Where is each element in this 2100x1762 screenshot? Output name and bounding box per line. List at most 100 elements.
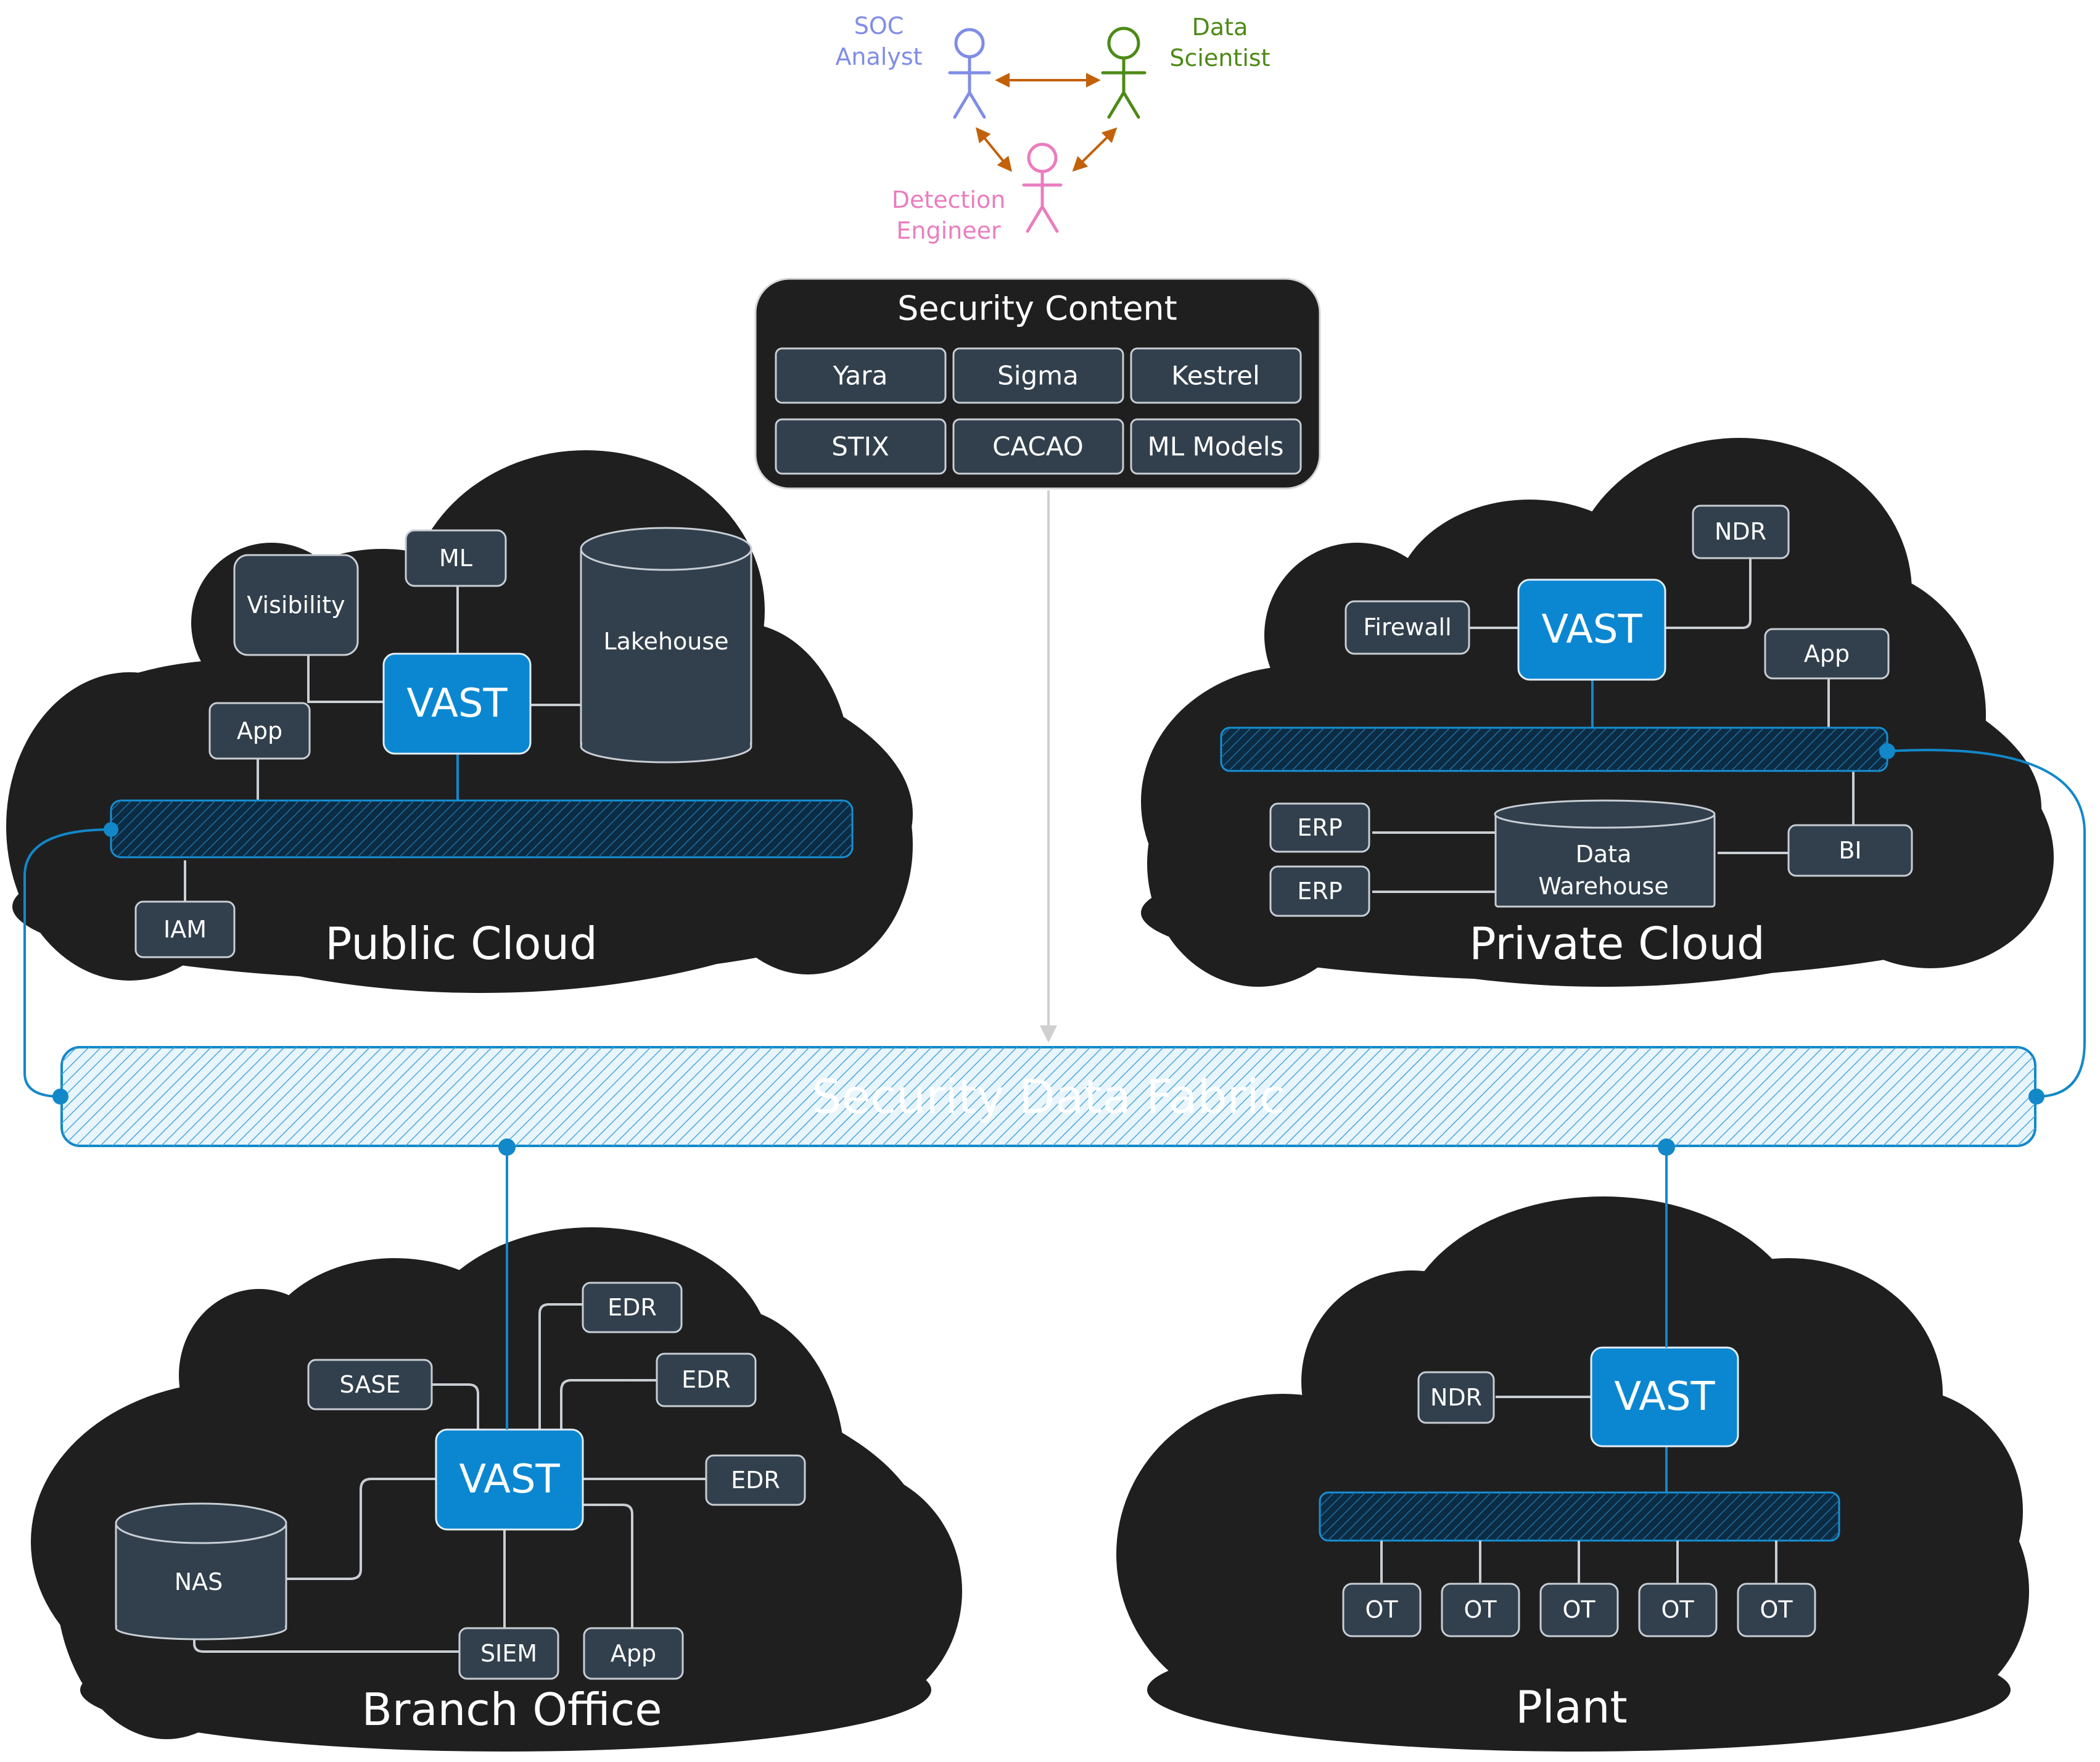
firewall-node[interactable]: Firewall <box>1344 600 1470 655</box>
ot-node-2[interactable]: OT <box>1441 1583 1520 1637</box>
nas-connector <box>287 1478 436 1580</box>
visibility-connector <box>307 654 384 703</box>
edr1-connector <box>538 1303 583 1434</box>
ot-node-3[interactable]: OT <box>1539 1583 1619 1637</box>
content-item-stix[interactable]: STIX <box>775 418 947 475</box>
plant-vast-node[interactable]: VAST <box>1590 1346 1739 1447</box>
security-data-fabric: Security Data Fabric <box>60 1046 2036 1147</box>
security-content-panel: Security Content Yara Sigma Kestrel STIX… <box>754 278 1321 490</box>
data-scientist-label-line2: Scientist <box>1169 44 1270 72</box>
detection-engineer-figure: Detection Engineer <box>892 142 1063 244</box>
content-item-kestrel[interactable]: Kestrel <box>1130 347 1302 404</box>
visibility-label: Visibility <box>247 591 345 619</box>
soc-analyst-figure: SOC Analyst <box>835 12 991 119</box>
private-vast-label: VAST <box>1541 607 1642 653</box>
private-cloud: NDR Firewall VAST App ERP ERP Data Wareh… <box>1141 438 2054 987</box>
plant-vast-label: VAST <box>1614 1374 1715 1420</box>
sase-label: SASE <box>340 1371 401 1398</box>
erp-node-1[interactable]: ERP <box>1269 802 1370 853</box>
content-item-yara[interactable]: Yara <box>775 347 947 404</box>
ot-connectors <box>1380 1541 1777 1585</box>
lakehouse-node[interactable]: Lakehouse <box>580 527 752 764</box>
public-cloud-bus-hatch <box>111 801 852 857</box>
branch-office-title: Branch Office <box>361 1684 662 1735</box>
edr2-connector <box>560 1379 657 1434</box>
content-item-ml-models[interactable]: ML Models <box>1130 418 1302 475</box>
fabric-bar-hatch <box>62 1047 2035 1146</box>
edr-node-3[interactable]: EDR <box>705 1454 806 1506</box>
ot-node-4[interactable]: OT <box>1638 1583 1718 1637</box>
public-vast-node[interactable]: VAST <box>382 653 532 755</box>
branch-vast-node[interactable]: VAST <box>435 1428 584 1531</box>
siem-node[interactable]: SIEM <box>458 1627 559 1680</box>
public-app-node[interactable]: App <box>208 702 311 760</box>
data-warehouse-node[interactable]: Data Warehouse <box>1494 799 1716 908</box>
ml-label: ML <box>439 545 472 572</box>
ot-label: OT <box>1365 1596 1398 1623</box>
siem-label: SIEM <box>480 1640 537 1667</box>
private-cloud-bus-hatch <box>1221 728 1887 771</box>
content-item-label: CACAO <box>992 432 1084 462</box>
public-cloud-title: Public Cloud <box>325 918 598 970</box>
erp-label-1: ERP <box>1297 814 1342 841</box>
ml-node[interactable]: ML <box>405 529 507 587</box>
data-scientist-icon <box>1101 27 1147 119</box>
plant-title: Plant <box>1515 1681 1627 1733</box>
ot-node-5[interactable]: OT <box>1737 1583 1816 1637</box>
content-item-label: Sigma <box>997 361 1079 391</box>
private-cloud-title: Private Cloud <box>1469 918 1765 970</box>
link-dot <box>2028 1089 2044 1105</box>
link-dot <box>52 1089 68 1105</box>
sase-node[interactable]: SASE <box>307 1359 433 1410</box>
ot-label: OT <box>1760 1596 1793 1623</box>
content-item-label: Yara <box>833 361 888 391</box>
ot-label: OT <box>1562 1596 1596 1623</box>
content-item-label: Kestrel <box>1171 361 1260 391</box>
bi-node[interactable]: BI <box>1787 824 1913 877</box>
ndr-label: NDR <box>1715 518 1766 545</box>
roles-group: SOC Analyst Data Scientist Detection <box>835 12 1270 244</box>
sase-connector <box>432 1383 479 1434</box>
ot-label: OT <box>1464 1596 1497 1623</box>
ndr-node[interactable]: NDR <box>1692 504 1790 559</box>
erp-node-2[interactable]: ERP <box>1269 865 1370 917</box>
branch-app-label: App <box>611 1640 656 1667</box>
edr-node-2[interactable]: EDR <box>656 1352 757 1407</box>
plant-shape <box>1116 1196 2029 1752</box>
data-scientist-figure: Data Scientist <box>1101 14 1270 119</box>
content-item-sigma[interactable]: Sigma <box>952 347 1124 404</box>
private-cloud-fabric-link <box>1887 749 2086 1098</box>
content-item-cacao[interactable]: CACAO <box>952 418 1124 475</box>
private-vast-node[interactable]: VAST <box>1517 578 1666 681</box>
ot-node-1[interactable]: OT <box>1342 1583 1422 1637</box>
nas-node[interactable]: NAS <box>115 1502 287 1641</box>
role-arrows <box>975 73 1118 172</box>
iam-node[interactable]: IAM <box>134 900 236 958</box>
public-app-label: App <box>237 717 282 744</box>
link-dot <box>1879 743 1895 759</box>
public-vast-label: VAST <box>406 681 508 727</box>
visibility-node[interactable]: Visibility <box>233 554 359 656</box>
link-dot <box>104 822 118 837</box>
link-dot <box>498 1138 516 1156</box>
plant-ndr-label: NDR <box>1430 1384 1482 1411</box>
edr-label-1: EDR <box>607 1294 657 1321</box>
detection-engineer-label-line1: Detection <box>892 186 1006 213</box>
warehouse-label-line2: Warehouse <box>1538 873 1668 900</box>
plant-ndr-node[interactable]: NDR <box>1417 1371 1495 1424</box>
ot-label: OT <box>1661 1596 1694 1623</box>
public-cloud: Visibility ML Lakehouse VAST App IAM Pub… <box>6 450 913 993</box>
private-app-node[interactable]: App <box>1764 628 1890 680</box>
warehouse-label-line1: Data <box>1576 841 1632 868</box>
fabric-links <box>23 743 2086 1430</box>
edr-node-1[interactable]: EDR <box>582 1282 683 1333</box>
private-app-label: App <box>1804 640 1850 667</box>
branch-vast-label: VAST <box>459 1457 560 1502</box>
branch-app-connector <box>583 1504 633 1628</box>
edr-label-3: EDR <box>731 1467 780 1494</box>
data-scientist-label-line1: Data <box>1192 14 1248 41</box>
content-item-label: STIX <box>831 432 889 462</box>
detection-engineer-icon <box>1022 142 1063 233</box>
branch-app-node[interactable]: App <box>583 1627 684 1680</box>
nas-label: NAS <box>175 1568 223 1595</box>
